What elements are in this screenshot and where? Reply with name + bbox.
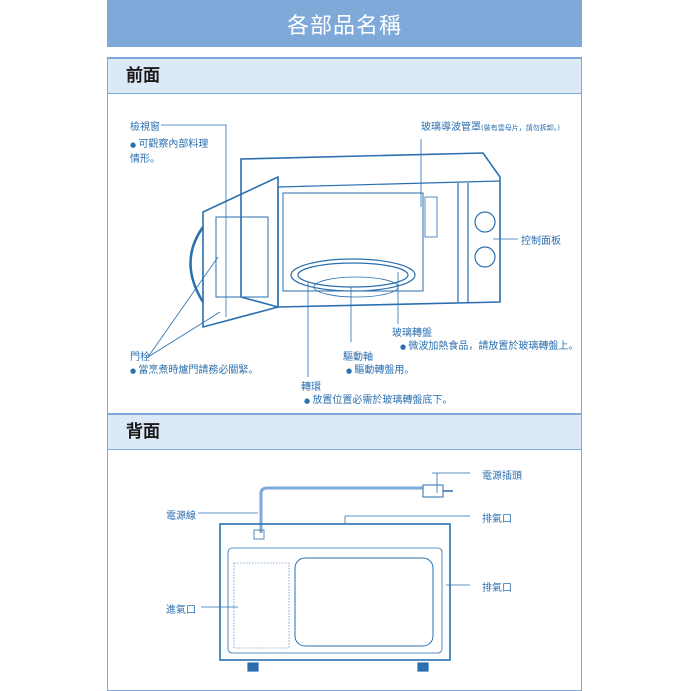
exhaust-side-label: 排氣口 xyxy=(482,583,512,594)
back-heading: 背面 xyxy=(108,413,581,450)
exhaust-top-label: 排氣口 xyxy=(482,514,512,525)
drive-shaft-note: 驅動轉盤用。 xyxy=(346,361,414,376)
microwave-back-illustration xyxy=(198,472,470,672)
power-plug-label: 電源插頭 xyxy=(482,471,522,482)
front-heading: 前面 xyxy=(108,57,581,94)
microwave-front-illustration xyxy=(147,124,518,377)
air-intake-label: 進氣口 xyxy=(166,605,196,616)
back-section: 背面 電源插頭 電源線 排氣口 排氣口 進氣口 xyxy=(107,413,582,691)
waveguide-cover-label: 玻璃導波管罩(裝有雲母片，請勿拆卸。) xyxy=(421,118,560,133)
glass-turntable-label: 玻璃轉盤 xyxy=(392,328,432,339)
roller-ring-note: 放置位置必需於玻璃轉盤底下。 xyxy=(304,391,452,406)
waveguide-cover-text: 玻璃導波管罩 xyxy=(421,122,481,133)
power-cord-label: 電源線 xyxy=(166,511,196,522)
viewing-window-label: 檢視窗 xyxy=(130,122,160,133)
control-panel-label: 控制面板 xyxy=(521,236,561,247)
viewing-window-note: 可觀察內部料理情形。 xyxy=(130,135,210,165)
page-title: 各部品名稱 xyxy=(107,0,582,47)
waveguide-cover-note: (裝有雲母片，請勿拆卸。) xyxy=(481,124,560,132)
front-section: 前面 檢視窗 可觀察內部料理情形。 玻璃導波管罩(裝有雲母片，請勿拆卸。) 控制… xyxy=(107,57,582,416)
door-latch-label: 門栓 xyxy=(130,352,150,363)
glass-turntable-note: 微波加熱食品，請放置於玻璃轉盤上。 xyxy=(400,337,578,352)
roller-ring-label: 轉環 xyxy=(301,382,321,393)
door-latch-note: 當烹煮時爐門請務必關緊。 xyxy=(130,361,258,376)
drive-shaft-label: 驅動軸 xyxy=(343,352,373,363)
